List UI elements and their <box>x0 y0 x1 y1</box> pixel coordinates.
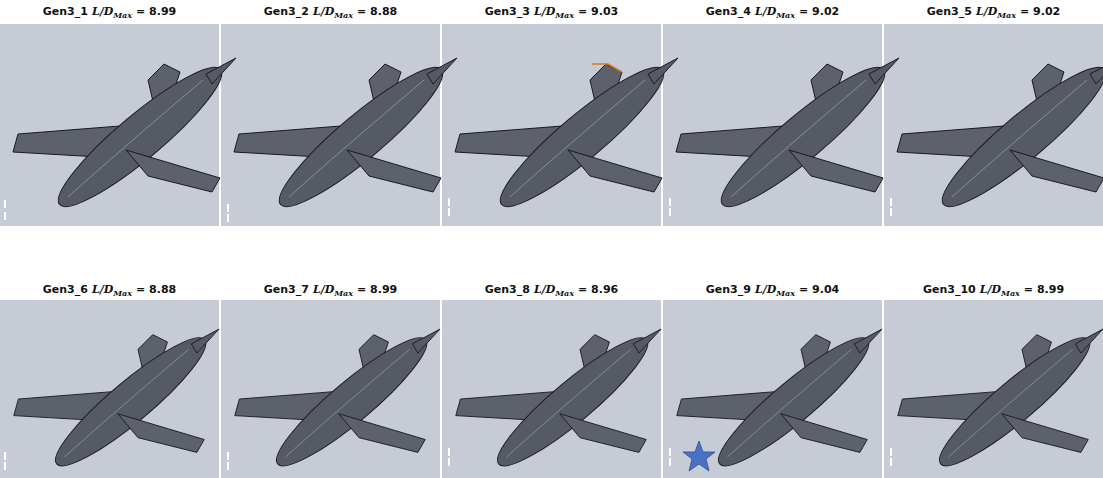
ratio-value: = 9.02 <box>799 5 839 18</box>
ratio-symbol: L/D <box>976 5 997 18</box>
ratio-value: = 8.96 <box>578 283 618 296</box>
ratio-symbol: L/D <box>313 283 334 296</box>
ratio-symbol: L/D <box>313 5 334 18</box>
best-marker-star <box>683 441 715 471</box>
design-id: Gen3_10 <box>923 283 976 296</box>
design-id: Gen3_3 <box>485 5 530 18</box>
ratio-symbol: L/D <box>980 283 1001 296</box>
aircraft <box>897 53 1103 222</box>
panel-title: Gen3_8 L/DMax = 8.96 <box>485 283 618 296</box>
ratio-symbol: L/D <box>755 5 776 18</box>
ratio-symbol: L/D <box>92 5 113 18</box>
ratio-value: = 8.99 <box>357 283 397 296</box>
design-id: Gen3_6 <box>43 283 88 296</box>
aircraft <box>13 53 236 222</box>
ratio-subscript: Max <box>776 10 795 20</box>
ratio-subscript: Max <box>555 288 574 298</box>
aircraft <box>455 53 678 222</box>
ratio-value: = 8.99 <box>136 5 176 18</box>
aircraft <box>677 324 882 478</box>
ratio-subscript: Max <box>113 288 132 298</box>
design-id: Gen3_9 <box>706 283 751 296</box>
panel <box>663 300 882 478</box>
design-id: Gen3_5 <box>927 5 972 18</box>
edge-ticks <box>4 198 892 470</box>
ratio-subscript: Max <box>776 288 795 298</box>
aircraft <box>14 324 219 478</box>
ratio-value: = 9.04 <box>799 283 839 296</box>
ratio-symbol: L/D <box>534 5 555 18</box>
panel-title: Gen3_1 L/DMax = 8.99 <box>43 5 176 18</box>
design-id: Gen3_7 <box>264 283 309 296</box>
panel <box>221 300 440 478</box>
design-id: Gen3_1 <box>43 5 88 18</box>
ratio-symbol: L/D <box>534 283 555 296</box>
panel-title: Gen3_10 L/DMax = 8.99 <box>923 283 1064 296</box>
ratio-subscript: Max <box>334 288 353 298</box>
aircraft <box>235 324 440 478</box>
design-id: Gen3_2 <box>264 5 309 18</box>
ratio-subscript: Max <box>113 10 132 20</box>
ratio-value: = 8.88 <box>136 283 176 296</box>
aircraft <box>456 324 661 478</box>
panel-title: Gen3_7 L/DMax = 8.99 <box>264 283 397 296</box>
panel-title: Gen3_6 L/DMax = 8.88 <box>43 283 176 296</box>
panel-title: Gen3_5 L/DMax = 9.02 <box>927 5 1060 18</box>
aircraft <box>898 324 1103 478</box>
highlight-edge <box>592 64 622 72</box>
panel <box>442 300 661 478</box>
aircraft <box>676 53 899 222</box>
design-id: Gen3_4 <box>706 5 751 18</box>
panel <box>884 300 1103 478</box>
ratio-value: = 8.99 <box>1024 283 1064 296</box>
ratio-subscript: Max <box>555 10 574 20</box>
panel-title: Gen3_3 L/DMax = 9.03 <box>485 5 618 18</box>
panel-title: Gen3_9 L/DMax = 9.04 <box>706 283 839 296</box>
ratio-value: = 8.88 <box>357 5 397 18</box>
ratio-value: = 9.03 <box>578 5 618 18</box>
ratio-subscript: Max <box>334 10 353 20</box>
panel <box>0 300 219 478</box>
ratio-subscript: Max <box>1001 288 1020 298</box>
panel-title: Gen3_4 L/DMax = 9.02 <box>706 5 839 18</box>
ratio-value: = 9.02 <box>1020 5 1060 18</box>
design-id: Gen3_8 <box>485 283 530 296</box>
ratio-symbol: L/D <box>755 283 776 296</box>
ratio-symbol: L/D <box>92 283 113 296</box>
panel-row-1 <box>0 24 1103 226</box>
panel-title: Gen3_2 L/DMax = 8.88 <box>264 5 397 18</box>
aircraft <box>234 53 457 222</box>
ratio-subscript: Max <box>997 10 1016 20</box>
